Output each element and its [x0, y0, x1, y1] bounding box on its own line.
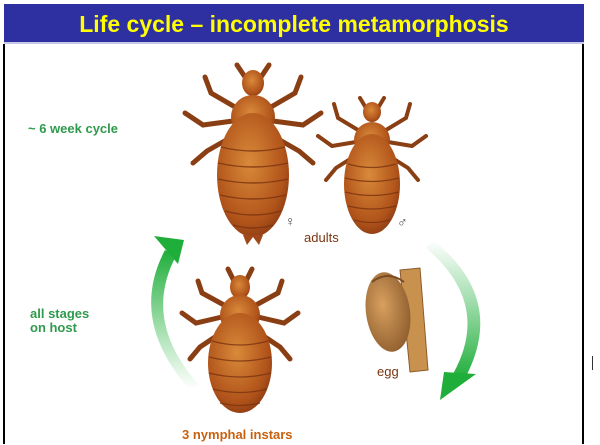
female-symbol: ♀ — [285, 214, 296, 228]
nymph-label: 3 nymphal instars — [182, 428, 293, 442]
cycle-arrow-right-icon — [426, 240, 480, 400]
egg-on-hair-icon — [361, 268, 428, 372]
male-symbol: ♂ — [397, 215, 408, 229]
host-label-line2: on host — [30, 321, 89, 335]
cycle-arrow-left-icon — [151, 236, 198, 390]
egg-label: egg — [377, 365, 399, 379]
nymph-louse-icon — [182, 269, 298, 413]
host-label: all stages on host — [30, 307, 89, 335]
cycle-length-label: ~ 6 week cycle — [28, 122, 118, 136]
adults-label: adults — [304, 231, 339, 245]
female-louse-icon — [185, 65, 321, 245]
host-label-line1: all stages — [30, 307, 89, 321]
male-louse-icon — [318, 98, 426, 234]
